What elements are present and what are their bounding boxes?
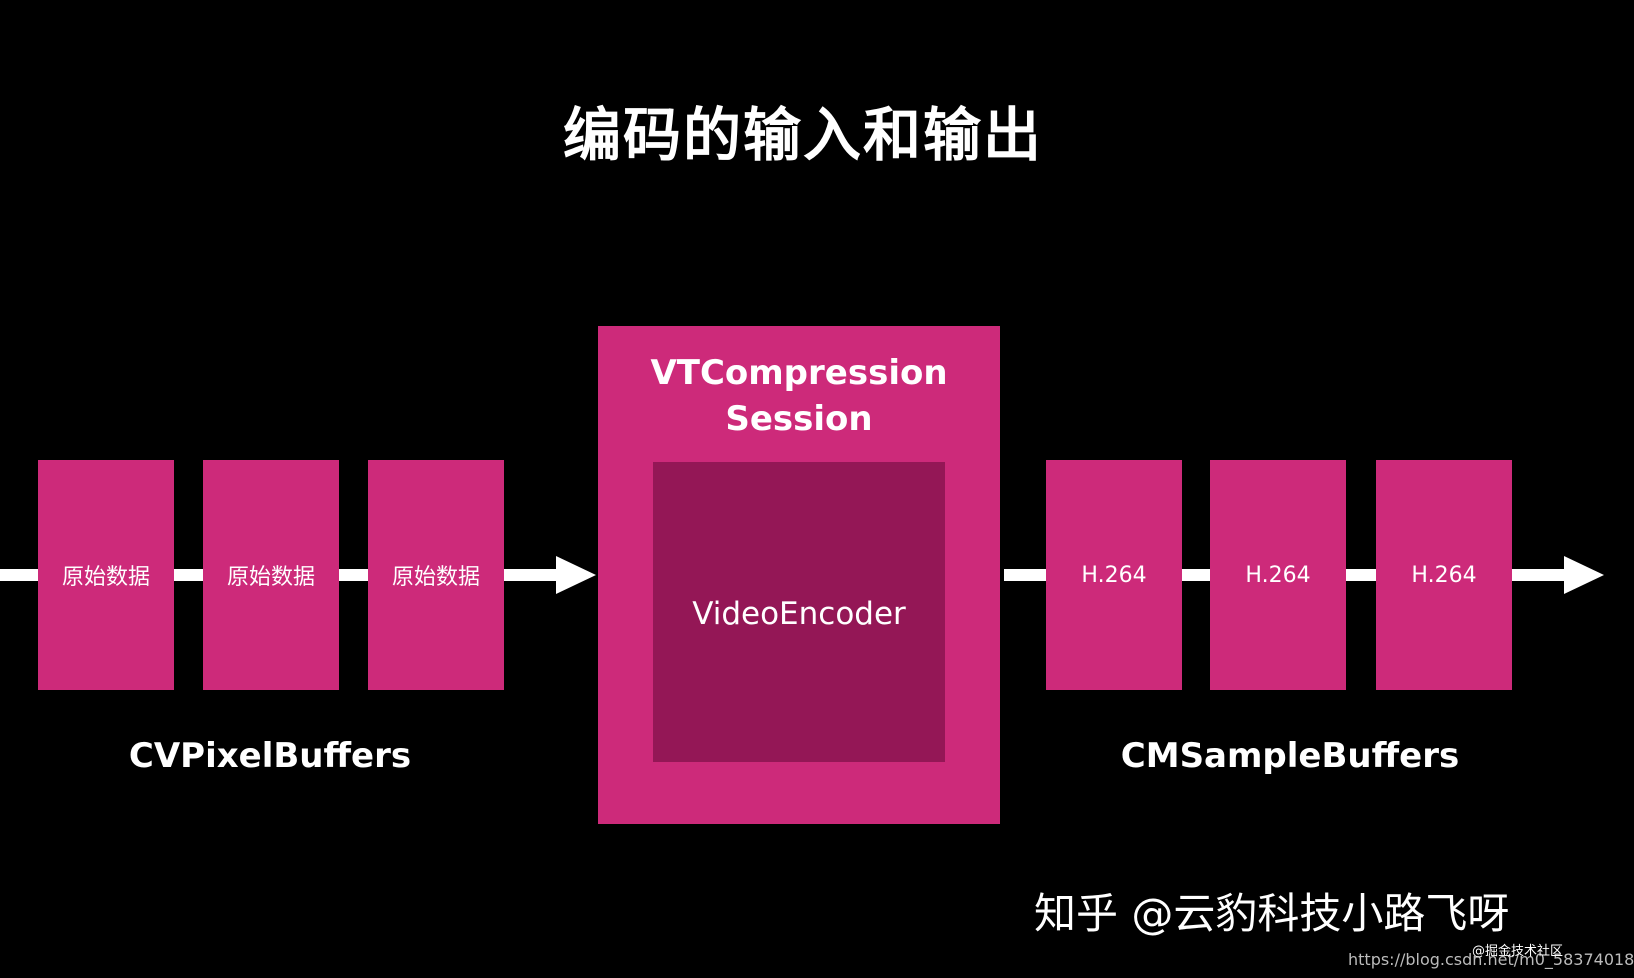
output-arrow-head [1564, 556, 1604, 594]
output-buffer-3: H.264 [1376, 460, 1512, 690]
output-group-label: CMSampleBuffers [1120, 736, 1460, 776]
session-title-line1: VTCompression [650, 353, 948, 393]
zhihu-watermark: 知乎 @云豹科技小路飞呀 [1034, 889, 1510, 938]
juejin-watermark: @掘金技术社区 [1472, 944, 1564, 959]
output-buffer-1: H.264 [1046, 460, 1182, 690]
input-buffer-2: 原始数据 [203, 460, 339, 690]
input-arrow-head [556, 556, 596, 594]
csdn-url-watermark: https://blog.csdn.net/m0_58374018 [1348, 950, 1634, 969]
input-buffer-3: 原始数据 [368, 460, 504, 690]
input-group-label: CVPixelBuffers [128, 736, 412, 776]
input-buffer-1: 原始数据 [38, 460, 174, 690]
video-encoder-box: VideoEncoder [653, 462, 945, 762]
compression-session-box: VTCompression Session VideoEncoder [598, 326, 1000, 824]
session-title-line2: Session [725, 399, 873, 439]
video-encoder-label: VideoEncoder [692, 596, 906, 632]
diagram-title: 编码的输入和输出 [562, 101, 1043, 169]
session-title: VTCompression Session [598, 350, 1000, 442]
output-buffer-2: H.264 [1210, 460, 1346, 690]
